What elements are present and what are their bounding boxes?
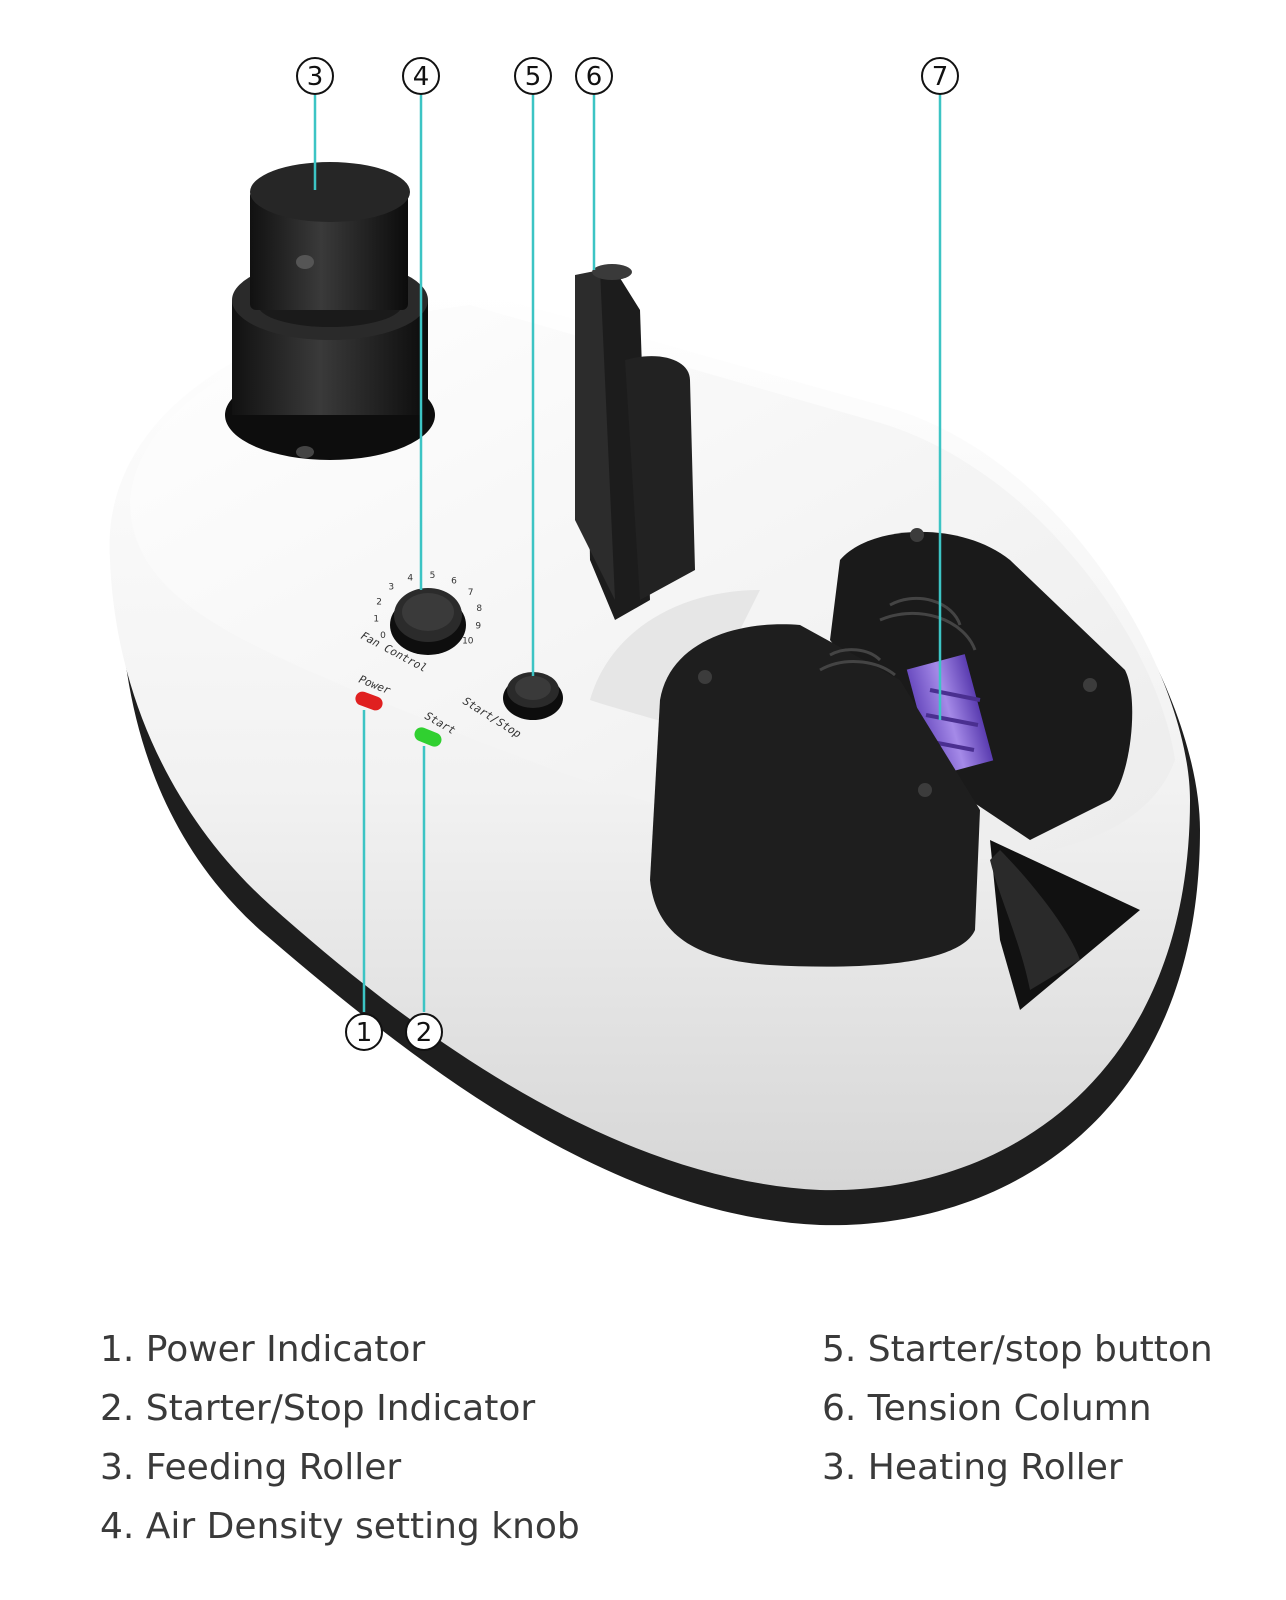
dial-number: 9: [475, 621, 481, 631]
dial-number: 0: [380, 631, 386, 641]
dial-number: 7: [468, 588, 474, 598]
legend-column-right: 5. Starter/stop button 6. Tension Column…: [822, 1320, 1213, 1497]
callout-4: 4: [413, 62, 430, 92]
callout-5-circle: [514, 57, 552, 95]
leader-lines: [313, 95, 942, 1012]
callout-5: 5: [525, 62, 542, 92]
callout-1: 1: [356, 1018, 373, 1048]
callout-numbers: 3 4 5 6 7 1 2: [307, 62, 949, 1048]
air-density-knob: [390, 588, 466, 655]
callout-markers: [296, 57, 959, 1051]
legend-item: 4. Air Density setting knob: [100, 1506, 580, 1547]
dial-number: 6: [451, 576, 457, 586]
heating-roller-assembly: [650, 528, 1140, 1010]
tension-column: [575, 264, 695, 620]
legend-item: 3. Heating Roller: [822, 1447, 1123, 1488]
power-indicator-led: [355, 691, 383, 711]
film-guide-ramp: [590, 590, 760, 730]
legend-item: 1. Power Indicator: [100, 1329, 426, 1370]
callout-7-circle: [921, 57, 959, 95]
dial-number: 10: [462, 637, 474, 647]
dial-number: 8: [476, 604, 482, 614]
feeding-roller: [225, 162, 435, 460]
dial-number: 3: [388, 583, 394, 593]
dial-number: 2: [376, 597, 382, 607]
callout-2-circle: [405, 1013, 443, 1051]
legend-item: 3. Feeding Roller: [100, 1447, 402, 1488]
start-stop-button: [503, 672, 563, 720]
parts-legend: 1. Power Indicator 2. Starter/Stop Indic…: [0, 1320, 1286, 1580]
dial-number: 4: [407, 573, 413, 583]
callout-4-circle: [402, 57, 440, 95]
callout-3-circle: [296, 57, 334, 95]
callout-7: 7: [932, 62, 949, 92]
legend-item: 2. Starter/Stop Indicator: [100, 1388, 536, 1429]
dial-number: 5: [430, 571, 436, 581]
start-indicator-led: [414, 727, 442, 747]
callout-3: 3: [307, 62, 324, 92]
legend-item: 5. Starter/stop button: [822, 1329, 1213, 1370]
callout-6-circle: [575, 57, 613, 95]
legend-item: 6. Tension Column: [822, 1388, 1152, 1429]
callout-2: 2: [416, 1018, 433, 1048]
callout-6: 6: [586, 62, 603, 92]
dial-number: 1: [373, 615, 379, 625]
legend-column-left: 1. Power Indicator 2. Starter/Stop Indic…: [100, 1320, 580, 1556]
callout-1-circle: [345, 1013, 383, 1051]
